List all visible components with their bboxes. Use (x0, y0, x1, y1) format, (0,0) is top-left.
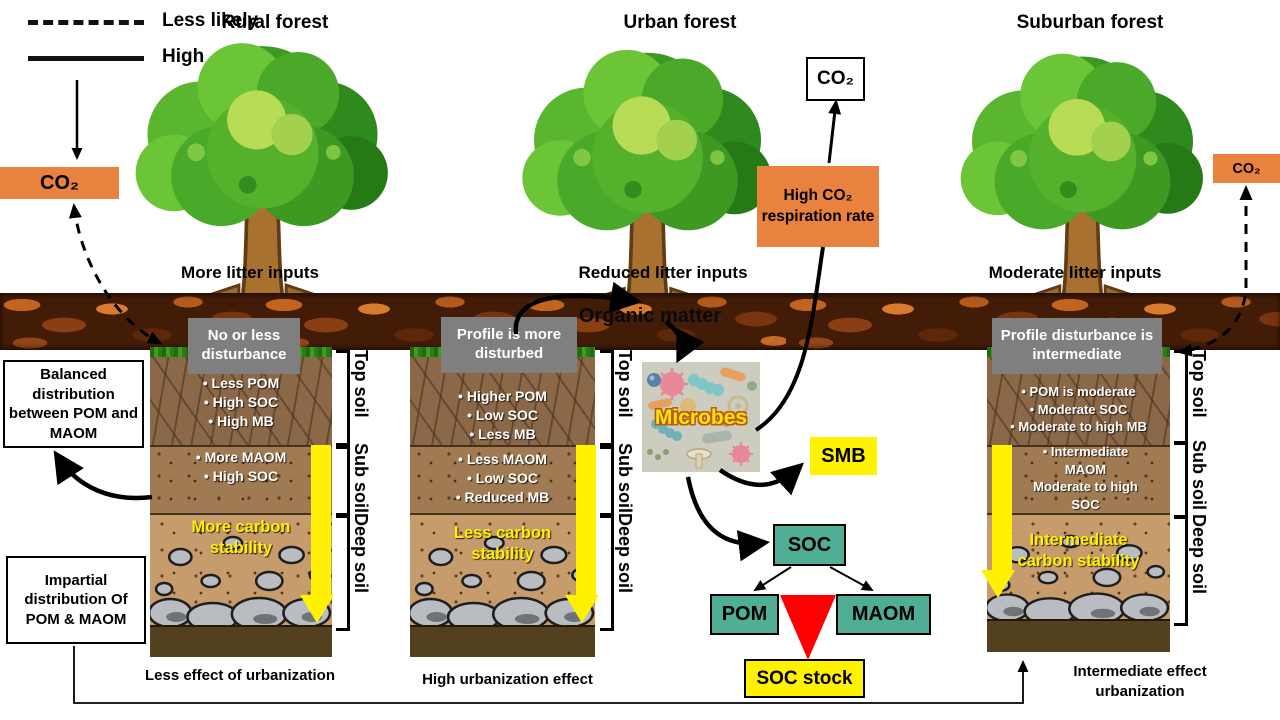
bullet-item: Less MB (410, 425, 595, 444)
urban-caption: High urbanization effect (422, 671, 593, 688)
organic-matter-label: Organic matter (578, 305, 722, 327)
suburban-profile-box: Profile disturbance is intermediate (992, 318, 1162, 374)
rural-subsoil-bullets: More MAOM High SOC (150, 448, 332, 486)
suburban-litter-label: Moderate litter inputs (988, 263, 1162, 282)
bullet-item: Less MAOM (410, 450, 595, 469)
rural-profile-box: No or less disturbance (188, 318, 300, 374)
rural-topsoil-bullets: Less POM High SOC High MB (150, 374, 332, 431)
bullet-item: Low SOC (410, 406, 595, 425)
urban-stability-label: Less carbon stability (453, 524, 552, 563)
suburban-topsoil-bullets: POM is moderate Moderate SOC Moderate to… (987, 383, 1170, 436)
deepsoil-label: Deep soil (1189, 514, 1209, 595)
deepsoil-layer (410, 513, 595, 627)
legend-solid-label: High (162, 46, 205, 67)
topsoil-label: Top soil (351, 350, 371, 418)
deepsoil-layer (987, 513, 1170, 621)
legend-dashed-line (28, 20, 144, 25)
urban-forest-title: Urban forest (623, 12, 737, 33)
microbes-label: Microbes (654, 406, 748, 429)
rural-stability-label: More carbon stability (191, 518, 291, 557)
deepsoil-bracket (336, 515, 350, 631)
bullet-item: High SOC (150, 467, 332, 486)
topsoil-bracket (336, 350, 350, 446)
topsoil-label: Top soil (1189, 350, 1209, 418)
urban-litter-label: Reduced litter inputs (578, 263, 748, 282)
smb-box: SMB (810, 437, 877, 475)
bullet-item: High MB (150, 412, 332, 431)
balanced-distribution-box: Balanced distribution between POM and MA… (3, 360, 144, 448)
suburban-stability-label: Intermediate carbon stability (1017, 531, 1140, 570)
soc-stock-box: SOC stock (744, 659, 865, 698)
suburban-caption: Intermediate effect urbanization (1073, 663, 1207, 700)
soc-to-maom-arrow (829, 566, 874, 591)
soc-box: SOC (773, 524, 846, 566)
deepsoil-label: Deep soil (351, 513, 371, 594)
soc-to-pom-arrow (753, 566, 792, 592)
rural-depth-arrow (300, 445, 334, 623)
bullet-item: High SOC (150, 393, 332, 412)
bullet-item: Moderate to high SOC (1033, 479, 1138, 512)
bedrock-layer (150, 625, 332, 657)
red-funnel-triangle (780, 595, 836, 660)
bedrock-layer (987, 619, 1170, 652)
deepsoil-bracket (1174, 516, 1188, 626)
co2-box-right: CO₂ (1213, 154, 1280, 183)
rural-caption: Less effect of urbanization (144, 667, 336, 684)
microbes-image (642, 362, 760, 472)
pom-box: POM (710, 594, 779, 635)
suburban-forest-title: Suburban forest (1016, 12, 1164, 33)
bullet-item: Moderate SOC (987, 401, 1170, 419)
deepsoil-label: Deep soil (615, 513, 635, 594)
urban-depth-arrow (565, 445, 599, 623)
bullet-item: More MAOM (150, 448, 332, 467)
bullet-item: Higher POM (410, 387, 595, 406)
rural-litter-label: More litter inputs (181, 263, 319, 282)
respiration-to-co2-arrow (827, 99, 842, 164)
impartial-distribution-box: Impartial distribution Of POM & MAOM (6, 556, 146, 644)
deepsoil-bracket (600, 515, 614, 631)
urban-subsoil-bullets: Less MAOM Low SOC Reduced MB (410, 450, 595, 507)
subsoil-label: Sub soil (1189, 440, 1209, 511)
urban-topsoil-bullets: Higher POM Low SOC Less MB (410, 387, 595, 444)
maom-box: MAOM (836, 594, 931, 635)
topsoil-bracket (600, 350, 614, 446)
bullet-item: Reduced MB (410, 488, 595, 507)
suburban-subsoil-bullets: Intermediate MAOM Moderate to high SOC (987, 443, 1170, 513)
bullet-item: Less POM (150, 374, 332, 393)
urban-soil-column: Higher POM Low SOC Less MB Less MAOM Low… (410, 347, 595, 657)
bullet-item: Low SOC (410, 469, 595, 488)
subsoil-label: Sub soil (615, 443, 635, 514)
subsoil-bracket (600, 446, 614, 516)
urban-profile-box: Profile is more disturbed (441, 317, 577, 373)
subsoil-label: Sub soil (351, 443, 371, 514)
bullet-item: POM is moderate (987, 383, 1170, 401)
rural-forest-title: Rural forest (221, 12, 329, 33)
subsoil-to-balanced-box-arrow (53, 450, 153, 501)
bedrock-layer (410, 625, 595, 657)
topsoil-bracket (1174, 350, 1188, 444)
bullet-item: Moderate to high MB (987, 418, 1170, 436)
bullet-item: Intermediate MAOM (1021, 443, 1151, 478)
microbes-to-soc-arrow (685, 476, 771, 562)
legend-dashed-label: Less likely (162, 10, 259, 31)
legend-solid-line (28, 56, 144, 61)
subsoil-bracket (1174, 442, 1188, 518)
topsoil-label: Top soil (615, 350, 635, 418)
suburban-depth-arrow (981, 445, 1015, 598)
subsoil-bracket (336, 446, 350, 516)
high-co2-respiration-box: High CO₂ respiration rate (757, 166, 879, 247)
co2-box-urban: CO₂ (806, 57, 865, 101)
co2-box-left: CO₂ (0, 167, 119, 199)
